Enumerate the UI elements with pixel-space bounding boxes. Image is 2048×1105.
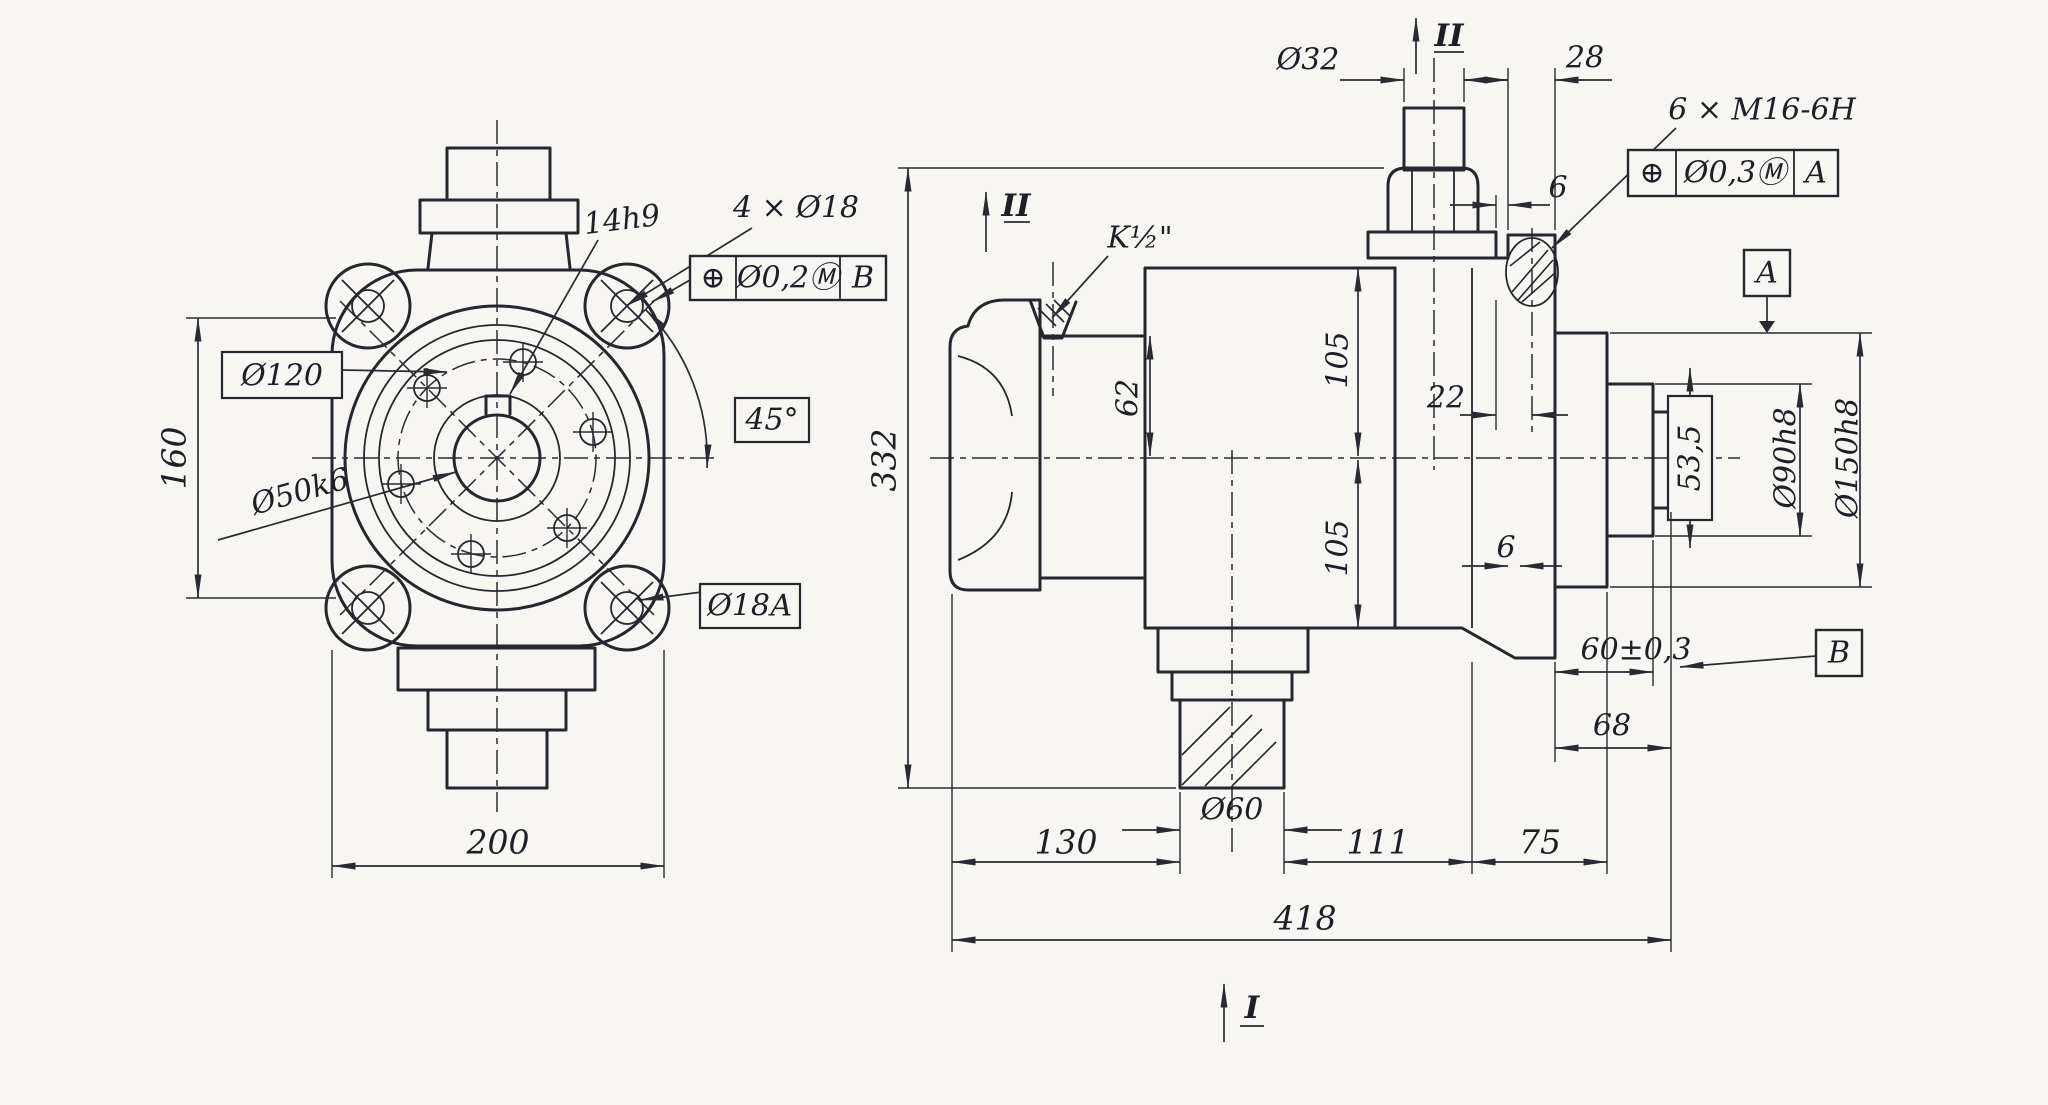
side-view-centerlines: [930, 58, 1740, 858]
datum-a-label: А: [1754, 256, 1779, 291]
fcf-side-symbol: ⊕: [1639, 156, 1664, 191]
dim-53-5: 53,5: [1666, 367, 1714, 549]
dim-shaft-dia-label: Ø60: [1200, 793, 1264, 828]
dim-75-label: 75: [1519, 823, 1561, 862]
dim-angle: 45°: [645, 309, 811, 469]
dim-port-label: K½": [1106, 221, 1172, 256]
dim-28-label: 28: [1565, 41, 1604, 76]
dim-105-lower-label: 105: [1321, 519, 1356, 576]
dim-hole-ref: Ø18А: [639, 582, 802, 630]
dim-150h8: Ø150h8: [1610, 332, 1872, 588]
dim-418: 418: [951, 899, 1672, 944]
dim-68: 68: [1554, 512, 1672, 952]
fcf-front-tolerance: Ø0,2Ⓜ: [736, 261, 843, 296]
dim-160: 160: [155, 317, 336, 599]
section-bottom-label: I: [1244, 990, 1261, 1026]
dim-68-label: 68: [1593, 709, 1631, 744]
dim-53-5-label: 53,5: [1673, 425, 1708, 492]
thread-callout-label: 6 × М16-6Н: [1668, 93, 1856, 128]
dim-holes-label: 4 × Ø18: [732, 191, 859, 226]
fcf-front-symbol: ⊕: [700, 261, 725, 296]
dim-holes: 4 × Ø18: [625, 191, 859, 307]
bolt-holes: [381, 342, 613, 574]
dim-bore-label: Ø50k6: [246, 461, 353, 522]
fcf-front-datum: В: [851, 261, 874, 296]
dim-22-label: 22: [1426, 381, 1465, 416]
datum-b: В: [1679, 628, 1864, 678]
mounting-holes: [341, 279, 654, 635]
section-arrow-bottom: I: [1220, 983, 1264, 1042]
neck-section: [1038, 334, 1147, 580]
dim-105-upper-label: 105: [1321, 331, 1356, 388]
dim-top-dia: Ø32 28: [1276, 41, 1612, 230]
dim-332: 332: [865, 167, 1384, 789]
thread-callout: 6 × М16-6Н: [1551, 93, 1857, 249]
dim-chain-bottom: 130 111 75: [951, 592, 1608, 952]
side-view: Ø32 28 6 6 × М16-6Н ⊕ Ø0,3Ⓜ А: [865, 17, 1872, 1042]
dim-62-label: 62: [1111, 379, 1146, 417]
dim-6-lower-label: 6: [1496, 531, 1515, 566]
fcf-side-datum: А: [1803, 156, 1828, 191]
dim-22: 22: [1426, 300, 1568, 430]
dim-90h8: Ø90h8: [1655, 383, 1812, 537]
dim-105-lower: 105: [1321, 459, 1362, 629]
dim-332-label: 332: [865, 429, 904, 492]
datum-a: А: [1742, 248, 1792, 333]
section-top-label: II: [1433, 18, 1465, 54]
dim-200: 200: [331, 650, 665, 878]
dim-105-upper: 105: [1321, 267, 1362, 457]
section-left-label: II: [1000, 188, 1032, 224]
left-flange: [948, 298, 1042, 592]
fcf-side-tolerance: Ø0,3Ⓜ: [1683, 156, 1790, 191]
front-view-top-shaft: [418, 146, 580, 270]
section-arrow-top: II: [1412, 17, 1465, 74]
dim-top-dia-label: Ø32: [1276, 43, 1340, 78]
dim-150h8-label: Ø150h8: [1831, 398, 1866, 519]
dim-130-label: 130: [1035, 823, 1098, 862]
front-view-centerlines: [312, 120, 714, 812]
section-arrow-left: II: [982, 188, 1032, 252]
dim-90h8-label: Ø90h8: [1769, 407, 1804, 509]
dim-418-label: 418: [1273, 899, 1337, 938]
threaded-hole: [1505, 237, 1559, 307]
datum-b-label: В: [1827, 636, 1850, 671]
bottom-shaft: [1156, 626, 1310, 790]
side-view-body: [948, 233, 1673, 660]
top-boss: [1366, 106, 1498, 260]
spigot-90: [1605, 382, 1655, 538]
dim-60tol: 60±0,3: [1554, 540, 1692, 762]
dim-bolt-circle: Ø120: [220, 350, 448, 400]
dim-6-upper-label: 6: [1548, 171, 1567, 206]
dim-keyway: 14h9: [509, 198, 662, 395]
dim-bore: Ø50k6: [217, 461, 457, 541]
dim-62: 62: [1111, 335, 1154, 457]
dim-hole-ref-label: Ø18А: [706, 589, 793, 624]
dim-60tol-label: 60±0,3: [1580, 633, 1691, 668]
keyway-slot: [484, 394, 512, 416]
fcf-side: ⊕ Ø0,3Ⓜ А: [1626, 148, 1840, 198]
fcf-front: ⊕ Ø0,2Ⓜ В: [651, 254, 888, 303]
front-view: 160 200 Ø120 Ø50k6 14h9 4 × Ø18: [155, 120, 888, 878]
right-housing: [1393, 233, 1557, 660]
front-view-bottom-shaft: [396, 646, 597, 790]
dim-bolt-circle-label: Ø120: [240, 359, 323, 394]
dim-angle-label: 45°: [744, 403, 798, 438]
dim-6-upper: 6: [1450, 171, 1568, 228]
dim-shaft-dia: Ø60: [1122, 792, 1342, 874]
dim-200-label: 200: [466, 823, 530, 862]
dim-160-label: 160: [155, 427, 194, 490]
dim-111-label: 111: [1347, 823, 1410, 862]
dim-6-lower: 6: [1462, 531, 1562, 570]
dim-port: K½": [1051, 221, 1173, 319]
spigot-150: [1553, 331, 1609, 589]
dim-keyway-label: 14h9: [582, 198, 662, 242]
